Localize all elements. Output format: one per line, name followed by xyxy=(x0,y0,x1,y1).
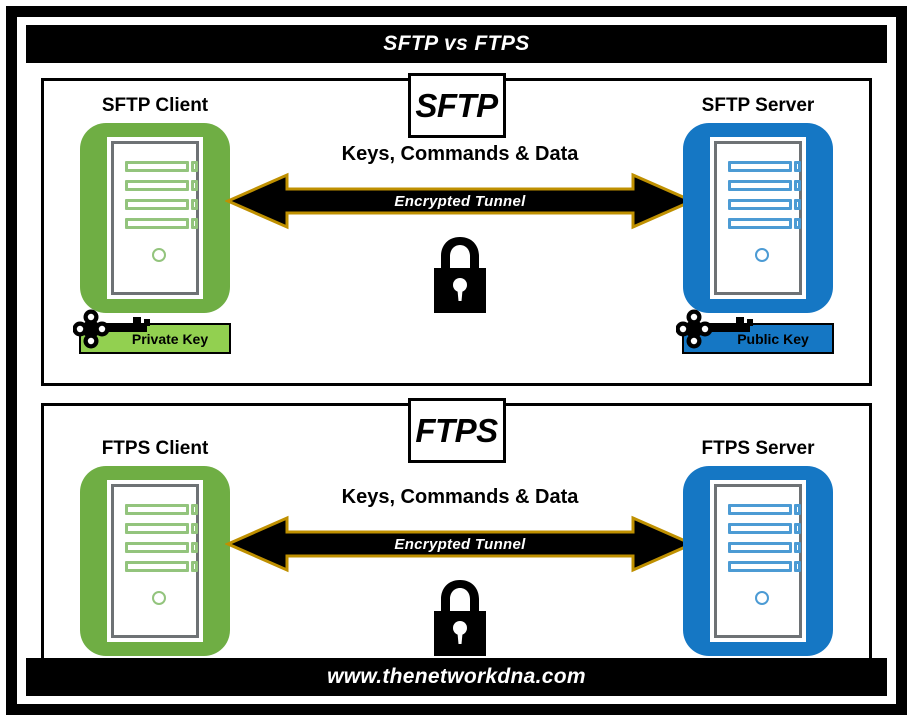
outer-frame: SFTP vs FTPS SFTP Client xyxy=(6,6,907,715)
tower-bar xyxy=(728,218,792,229)
tower-bar xyxy=(728,161,792,172)
tower-bar-tip xyxy=(191,504,198,515)
node-title-sftp-client: SFTP Client xyxy=(101,95,209,116)
tower-bar-tip xyxy=(794,504,801,515)
tower-bar-tip xyxy=(794,561,801,572)
tower-bar-tip xyxy=(191,523,198,534)
tower-bar xyxy=(125,218,189,229)
device-ftps-server xyxy=(683,466,833,656)
tower-bar xyxy=(728,504,792,515)
tower-bar xyxy=(125,199,189,210)
tower-body xyxy=(111,141,199,295)
section-label-ftps: FTPS xyxy=(407,398,506,463)
tower-bar xyxy=(125,161,189,172)
device-sftp-client xyxy=(80,123,230,313)
tower-bar xyxy=(125,523,189,534)
page-title: SFTP vs FTPS xyxy=(26,25,887,63)
bidirectional-arrow-ftps: Encrypted Tunnel xyxy=(225,515,695,573)
public-key-badge[interactable]: Public Key xyxy=(676,309,834,354)
tower-bar xyxy=(728,199,792,210)
footer-url: www.thenetworkdna.com xyxy=(26,658,887,696)
tower-bar xyxy=(125,542,189,553)
tower-bar xyxy=(728,180,792,191)
bidirectional-arrow-sftp: Encrypted Tunnel xyxy=(225,172,695,230)
tower-bar-tip xyxy=(794,199,801,210)
node-title-ftps-client: FTPS Client xyxy=(101,438,209,459)
tower-bar-tip xyxy=(191,161,198,172)
flow-ftps: Keys, Commands & Data Encrypted Tunnel xyxy=(225,486,695,656)
tower-bar-tip xyxy=(794,161,801,172)
tower-bar-tip xyxy=(794,542,801,553)
server-tower-icon xyxy=(710,137,806,299)
tower-bar-tip xyxy=(191,542,198,553)
padlock-icon xyxy=(434,237,486,313)
node-title-ftps-server: FTPS Server xyxy=(701,438,815,459)
flow-caption-sftp: Keys, Commands & Data xyxy=(341,143,579,165)
tower-bar-tip xyxy=(191,218,198,229)
private-key-label: Private Key xyxy=(131,330,209,347)
flow-sftp: Keys, Commands & Data Encrypted Tunnel xyxy=(225,143,695,313)
flow-caption-ftps: Keys, Commands & Data xyxy=(341,486,579,508)
tower-power-led-icon xyxy=(755,248,769,262)
tower-body xyxy=(714,484,802,638)
frame-inner: SFTP vs FTPS SFTP Client xyxy=(17,17,896,704)
node-title-sftp-server: SFTP Server xyxy=(701,95,815,116)
node-sftp-server: SFTP Server xyxy=(663,95,853,313)
tower-bar-tip xyxy=(794,218,801,229)
device-sftp-server xyxy=(683,123,833,313)
tower-body xyxy=(714,141,802,295)
private-key-badge[interactable]: Private Key xyxy=(73,309,231,354)
tower-power-led-icon xyxy=(152,591,166,605)
node-sftp-client: SFTP Client xyxy=(60,95,250,313)
tower-bar xyxy=(728,523,792,534)
tower-bar-tip xyxy=(191,561,198,572)
tower-bar xyxy=(125,561,189,572)
server-tower-icon xyxy=(107,480,203,642)
double-arrow-icon xyxy=(225,172,695,230)
section-panel-ftps: FTPS Client Keys, Commands & Data xyxy=(41,403,872,677)
node-ftps-client: FTPS Client xyxy=(60,438,250,656)
device-ftps-client xyxy=(80,466,230,656)
server-tower-icon xyxy=(107,137,203,299)
tower-bar xyxy=(728,561,792,572)
tower-body xyxy=(111,484,199,638)
tower-power-led-icon xyxy=(755,591,769,605)
tower-bar xyxy=(125,180,189,191)
section-label-sftp: SFTP xyxy=(407,73,506,138)
tower-power-led-icon xyxy=(152,248,166,262)
tower-bar xyxy=(728,542,792,553)
node-ftps-server: FTPS Server xyxy=(663,438,853,656)
public-key-label: Public Key xyxy=(737,330,809,347)
tower-bar-tip xyxy=(794,180,801,191)
tower-bar-tip xyxy=(191,180,198,191)
tower-bar xyxy=(125,504,189,515)
tower-bar-tip xyxy=(191,199,198,210)
padlock-icon xyxy=(434,580,486,656)
tower-bar-tip xyxy=(794,523,801,534)
double-arrow-icon xyxy=(225,515,695,573)
server-tower-icon xyxy=(710,480,806,642)
